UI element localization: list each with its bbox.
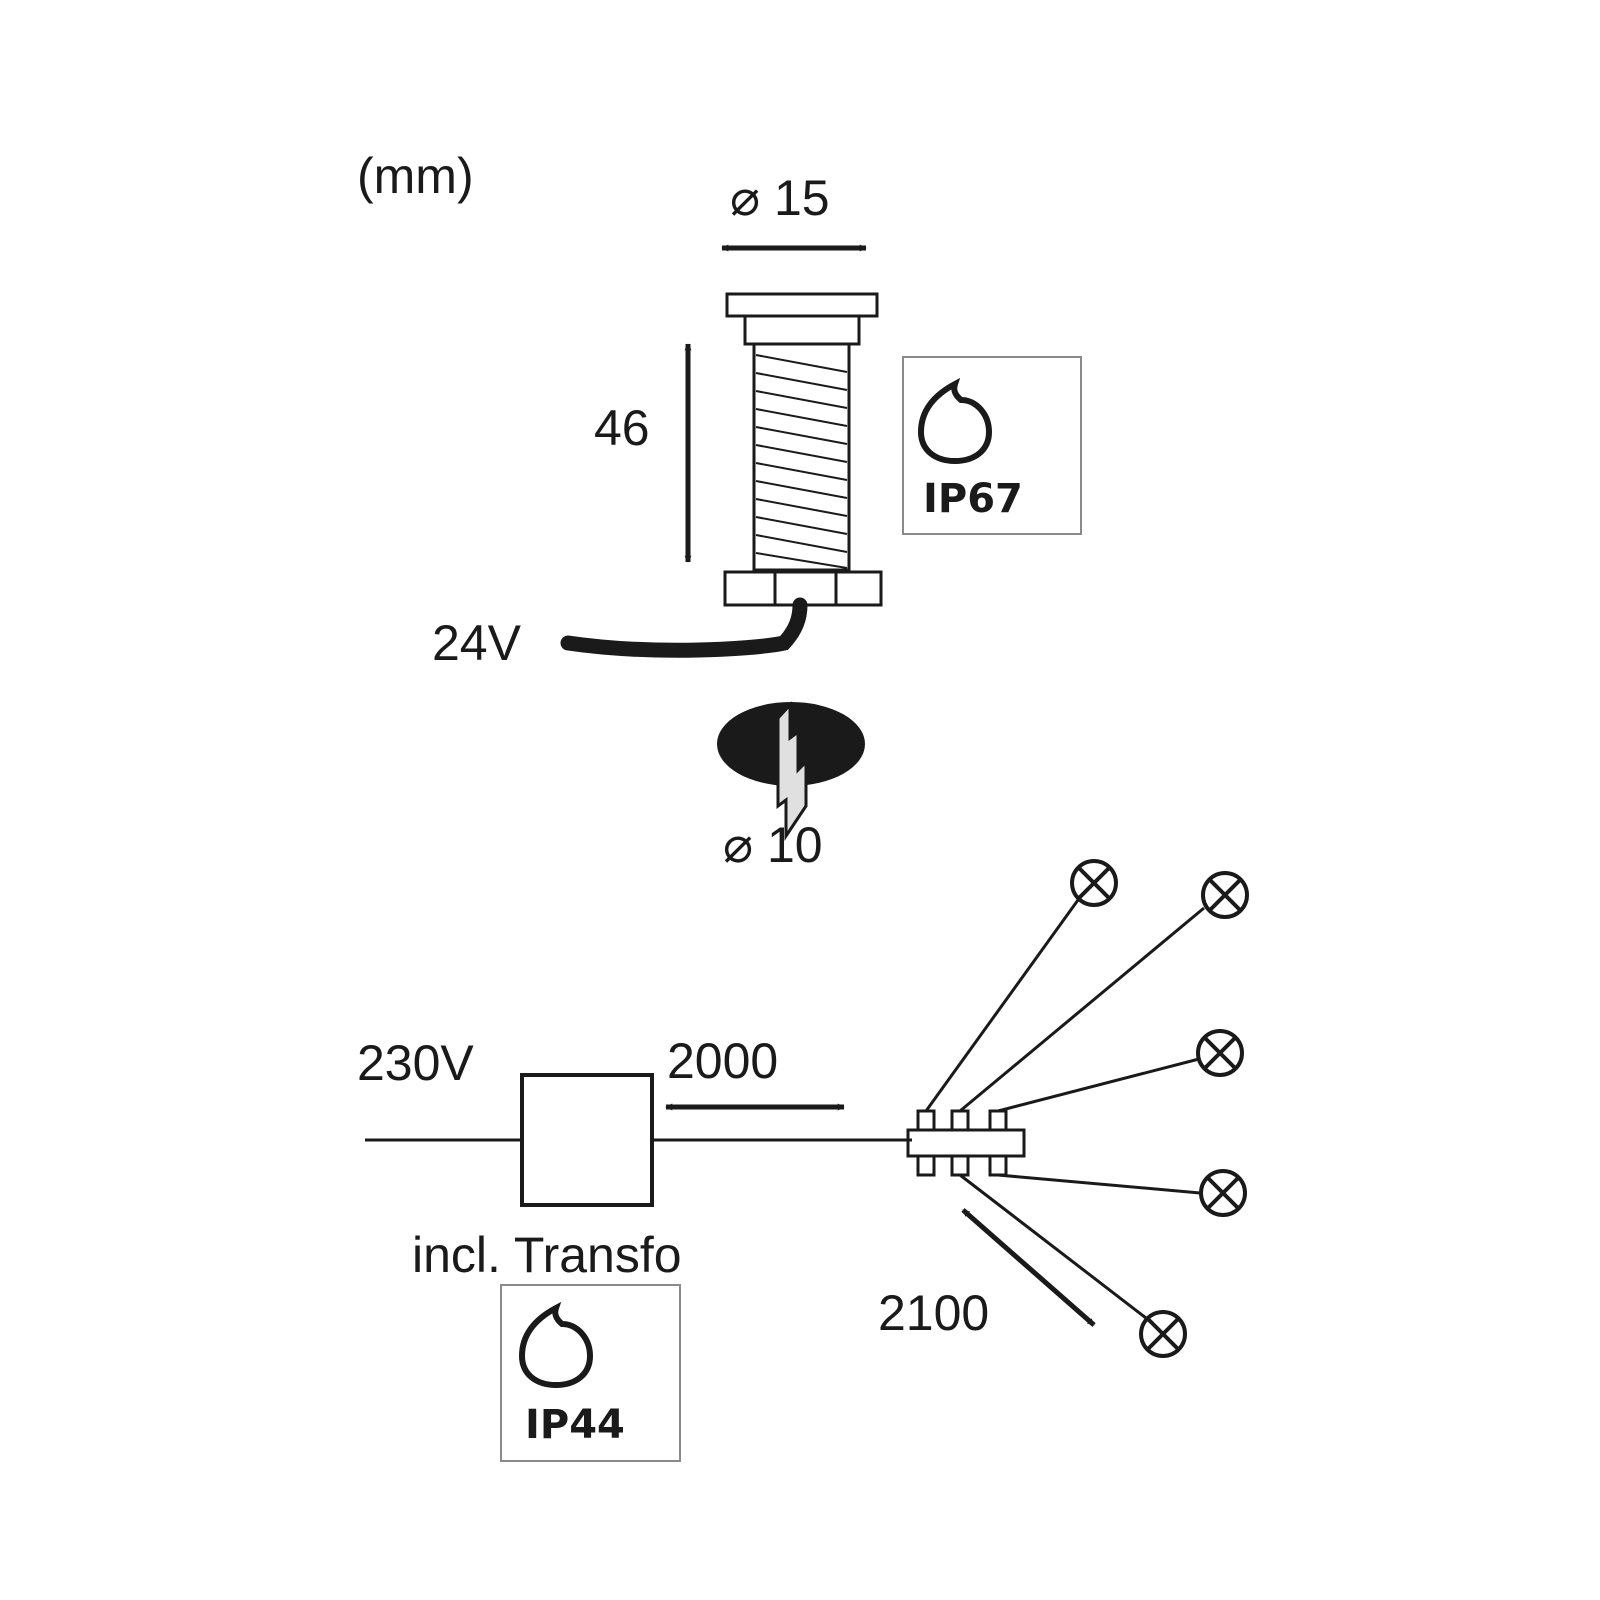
transformer-label: incl. Transfo (412, 1227, 682, 1283)
fixture-cap (725, 292, 879, 318)
fixture-voltage-label: 24V (432, 615, 522, 671)
mains-voltage-label: 230V (357, 1035, 474, 1091)
branch-cable-length-label: 2100 (878, 1285, 989, 1341)
fixture-ip-rating: IP67 (923, 476, 1023, 522)
ip44-badge: IP44 (500, 1284, 681, 1462)
water-drop-icon (518, 1301, 594, 1389)
lamp-symbol-icon (1196, 1029, 1244, 1077)
drill-hole-symbol: ⌀ 10 (717, 701, 865, 873)
drill-bit-icon (776, 701, 808, 841)
transformer-box (520, 1073, 654, 1207)
lamp-symbol-icon (1139, 1310, 1187, 1358)
transformer-ip-rating: IP44 (525, 1402, 625, 1448)
height-dimension-label: 46 (594, 400, 650, 456)
ip67-badge: IP67 (902, 356, 1082, 535)
diameter-dimension-label: ⌀ 15 (730, 170, 830, 226)
supply-cable-length-label: 2000 (667, 1033, 778, 1089)
fixture-collar (743, 314, 861, 346)
lamp-symbol-icon (1070, 859, 1118, 907)
branch-length-double-arrow-icon (961, 1208, 1096, 1327)
thread-lines (755, 354, 848, 569)
wiring-diagram: 230V 2000 incl. Transfo (357, 859, 1249, 1358)
lamp-symbol-icon (1201, 871, 1249, 919)
fixture-threaded-body (752, 342, 851, 572)
fixture-drawing: ⌀ 15 46 24V (432, 170, 883, 671)
lamp-symbol-icon (1199, 1169, 1247, 1217)
branch-cables (924, 899, 1205, 1320)
fixture-cable (560, 597, 808, 658)
drill-diameter-label: ⌀ 10 (723, 817, 823, 873)
unit-label: (mm) (357, 148, 474, 204)
water-drop-icon (917, 377, 993, 465)
distributor-block (906, 1109, 1026, 1177)
